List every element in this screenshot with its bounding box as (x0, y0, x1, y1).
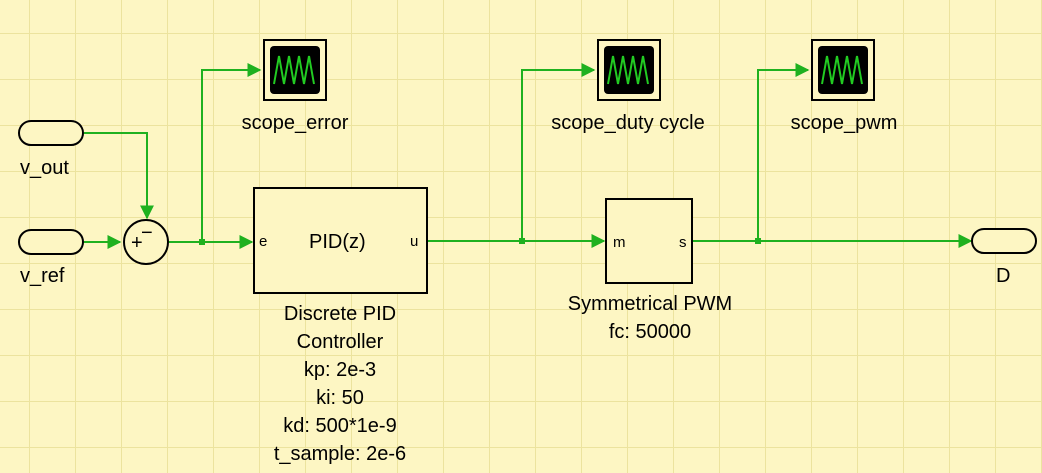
v-ref-port[interactable] (18, 229, 84, 255)
wire-to-scope-duty[interactable] (521, 63, 596, 241)
junction-dot (519, 238, 525, 244)
pwm-param-fc: fc: 50000 (608, 321, 692, 343)
pid-block[interactable]: e PID(z) u (253, 187, 428, 294)
scope-duty-cycle-label: scope_duty cycle (551, 112, 705, 134)
scope-waveform-icon (270, 46, 320, 94)
pwm-name: Symmetrical PWM (567, 293, 733, 315)
pid-output-port-label: u (410, 233, 419, 250)
v-out-label: v_out (20, 157, 69, 179)
pid-name-line1: Discrete PID (283, 303, 397, 325)
scope-waveform-icon (604, 46, 654, 94)
pid-block-title: PID(z) (309, 231, 366, 253)
pid-name-line2: Controller (296, 331, 384, 353)
pid-param-kp: kp: 2e-3 (303, 359, 377, 381)
pid-param-kd: kd: 500*1e-9 (283, 415, 397, 437)
scope-pwm-label: scope_pwm (790, 112, 898, 134)
v-ref-label: v_ref (20, 265, 65, 287)
pwm-input-port-label: m (613, 234, 626, 251)
sum-plus-sign: + (131, 232, 143, 254)
scope-pwm-block[interactable] (811, 39, 875, 101)
pid-input-port-label: e (259, 233, 268, 250)
wire-to-scope-pwm[interactable] (757, 63, 810, 241)
sum-block[interactable] (123, 219, 169, 265)
junction-dot (199, 239, 205, 245)
sum-minus-sign: − (141, 222, 153, 244)
d-output-label: D (996, 265, 1011, 287)
d-output-port[interactable] (971, 228, 1037, 254)
pid-param-t-sample: t_sample: 2e-6 (273, 443, 407, 465)
junction-dot (755, 238, 761, 244)
wire-v-out-to-sum[interactable] (84, 132, 154, 220)
wire-to-scope-error[interactable] (201, 63, 262, 242)
scope-waveform-icon (818, 46, 868, 94)
pwm-output-port-label: s (679, 234, 687, 251)
scope-error-label: scope_error (241, 112, 349, 134)
pwm-block[interactable]: m s (605, 198, 693, 284)
pid-param-ki: ki: 50 (316, 387, 364, 409)
v-out-port[interactable] (18, 120, 84, 146)
scope-duty-cycle-block[interactable] (597, 39, 661, 101)
scope-error-block[interactable] (263, 39, 327, 101)
